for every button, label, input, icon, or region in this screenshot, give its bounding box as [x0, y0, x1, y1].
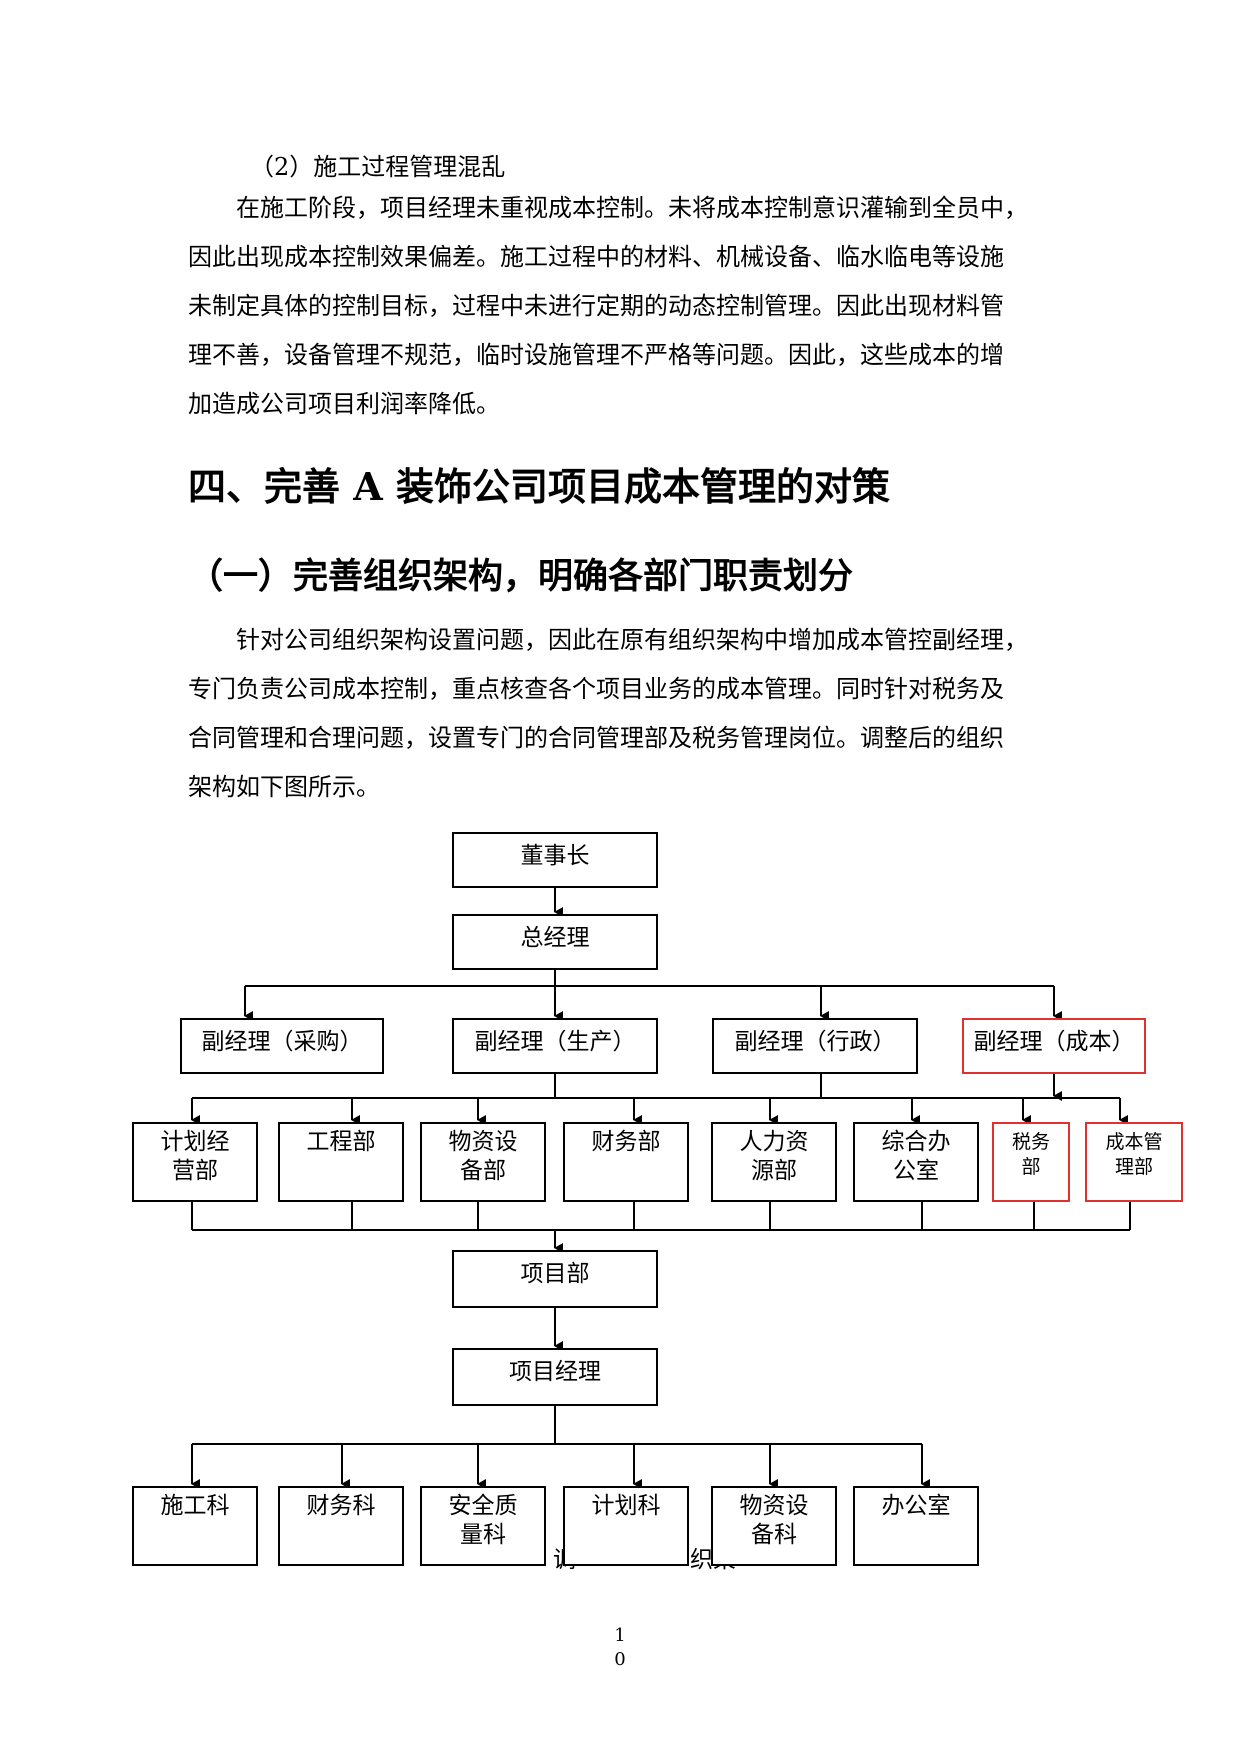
- org-node-department-cost: 成本管理部: [1085, 1122, 1183, 1202]
- chapter-heading: 四、完善 A 装饰公司项目成本管理的对策: [188, 464, 890, 509]
- paragraph-line: 未制定具体的控制目标，过程中未进行定期的动态控制管理。因此出现材料管: [188, 292, 1004, 320]
- org-node-project-department: 项目部: [452, 1250, 658, 1308]
- page-number: 1 0: [614, 1625, 626, 1670]
- paragraph-line: 加造成公司项目利润率降低。: [188, 390, 500, 418]
- paragraph-construction-management: 在施工阶段，项目经理未重视成本控制。未将成本控制意识灌输到全员中， 因此出现成本…: [188, 184, 1068, 429]
- org-node-department: 计划经营部: [132, 1122, 258, 1202]
- org-node-vp-procurement: 副经理（采购）: [180, 1018, 384, 1074]
- org-node-vp-admin: 副经理（行政）: [712, 1018, 918, 1074]
- section-heading: （一）完善组织架构，明确各部门职责划分: [188, 556, 854, 597]
- org-node-section: 安全质量科: [420, 1486, 546, 1566]
- org-node-department: 工程部: [278, 1122, 404, 1202]
- paragraph-line: 专门负责公司成本控制，重点核查各个项目业务的成本管理。同时针对税务及: [188, 675, 1004, 703]
- org-node-section: 计划科: [563, 1486, 689, 1566]
- org-node-department: 综合办公室: [853, 1122, 979, 1202]
- paragraph-org-structure: 针对公司组织架构设置问题，因此在原有组织架构中增加成本管控副经理， 专门负责公司…: [188, 616, 1068, 812]
- org-node-general-manager: 总经理: [452, 914, 658, 970]
- org-node-section: 财务科: [278, 1486, 404, 1566]
- org-node-department: 物资设备部: [420, 1122, 546, 1202]
- org-node-vp-cost: 副经理（成本）: [962, 1018, 1146, 1074]
- org-node-section: 物资设备科: [711, 1486, 837, 1566]
- org-node-section: 办公室: [853, 1486, 979, 1566]
- org-node-vp-production: 副经理（生产）: [452, 1018, 658, 1074]
- org-node-project-manager: 项目经理: [452, 1348, 658, 1406]
- org-node-department: 人力资源部: [711, 1122, 837, 1202]
- org-node-department: 财务部: [563, 1122, 689, 1202]
- section-item-title: （2）施工过程管理混乱: [250, 153, 506, 181]
- paragraph-line: 架构如下图所示。: [188, 773, 380, 801]
- paragraph-line: 在施工阶段，项目经理未重视成本控制。未将成本控制意识灌输到全员中，: [236, 194, 1028, 222]
- paragraph-line: 针对公司组织架构设置问题，因此在原有组织架构中增加成本管控副经理，: [236, 626, 1028, 654]
- org-node-section: 施工科: [132, 1486, 258, 1566]
- paragraph-line: 合同管理和合理问题，设置专门的合同管理部及税务管理岗位。调整后的组织: [188, 724, 1004, 752]
- paragraph-line: 理不善，设备管理不规范，临时设施管理不严格等问题。因此，这些成本的增: [188, 341, 1004, 369]
- paragraph-line: 因此出现成本控制效果偏差。施工过程中的材料、机械设备、临水临电等设施: [188, 243, 1004, 271]
- org-node-chairman: 董事长: [452, 832, 658, 888]
- org-node-department-tax: 税务部: [992, 1122, 1070, 1202]
